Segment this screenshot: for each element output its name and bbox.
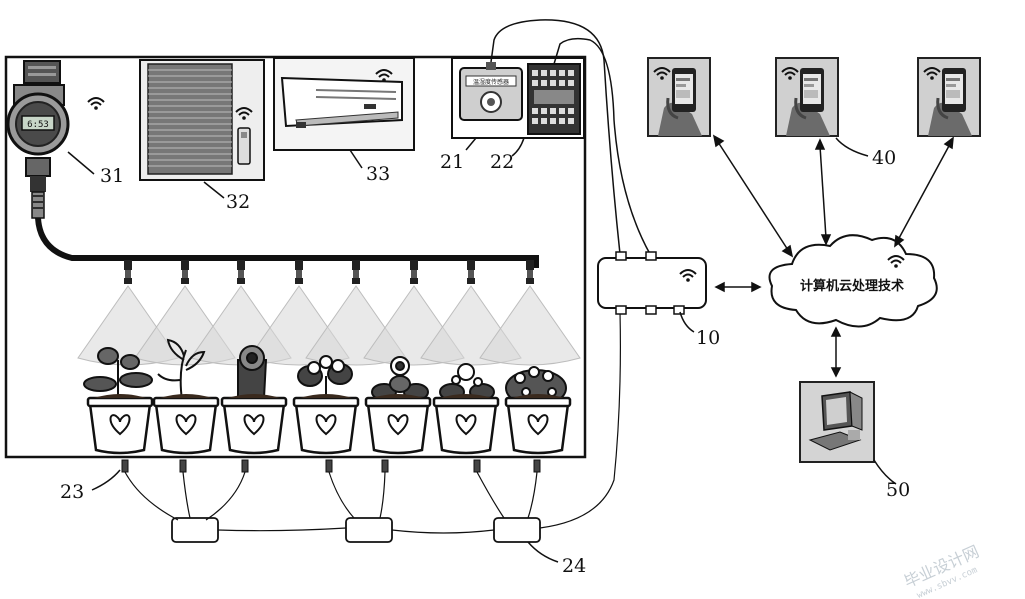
wire-22-to-10 <box>553 37 651 255</box>
label-50: 50 <box>886 479 910 501</box>
flower-pot-icon <box>86 392 154 455</box>
spray-cones <box>77 285 581 366</box>
label-24: 24 <box>562 555 586 577</box>
sprinkler-nozzle-icon <box>352 260 360 284</box>
arrows-cloud-phones <box>712 134 954 258</box>
window-blind <box>139 59 265 181</box>
flower-pot-icon <box>432 392 500 455</box>
label-21: 21 <box>440 151 464 173</box>
water-valve-timer: 6:53 <box>6 60 70 219</box>
mobile-terminals <box>646 56 982 138</box>
timer-display-text: 6:53 <box>27 120 49 130</box>
flower-pot-icon <box>220 392 288 455</box>
flower-pot-icon <box>292 392 360 455</box>
label-32: 32 <box>226 191 250 213</box>
label-23: 23 <box>60 481 84 503</box>
watermark: 毕业设计网 www.sbvv.com <box>901 542 982 599</box>
arrow-controller-cloud <box>714 281 762 293</box>
label-10: 10 <box>696 327 720 349</box>
main-controller <box>597 251 707 315</box>
wire-21-to-10 <box>490 19 621 255</box>
sprinkler-nozzle-icon <box>124 260 132 284</box>
device-21-temp-humidity-sensor: 温湿度传感器 <box>459 62 523 121</box>
flower-pot-icon <box>504 392 572 455</box>
flower-pot-icon <box>152 392 220 455</box>
cloud-icon: 计算机云处理技术 <box>768 234 938 328</box>
sprinkler-nozzle-icon <box>467 260 475 284</box>
air-conditioner <box>273 57 415 151</box>
label-22: 22 <box>490 151 514 173</box>
device-21-panel-text: 温湿度传感器 <box>473 78 509 86</box>
flower-pot-icon <box>364 392 432 455</box>
sprinkler-nozzle-icon <box>295 260 303 284</box>
water-pipe <box>35 217 539 268</box>
sprinkler-nozzle-icon <box>237 260 245 284</box>
label-31: 31 <box>100 165 124 187</box>
soil-sensor-probes <box>121 459 541 473</box>
cloud-label: 计算机云处理技术 <box>800 278 904 294</box>
sprinkler-nozzle-icon <box>410 260 418 284</box>
arrow-cloud-computer <box>830 326 842 378</box>
computer-icon <box>799 381 875 463</box>
sprinkler-nozzle-icon <box>181 260 189 284</box>
sprinkler-nozzle-icon <box>526 260 534 284</box>
probe-wires <box>124 311 621 534</box>
label-40: 40 <box>872 147 896 169</box>
device-22-relay-module <box>527 63 581 135</box>
label-33: 33 <box>366 163 390 185</box>
